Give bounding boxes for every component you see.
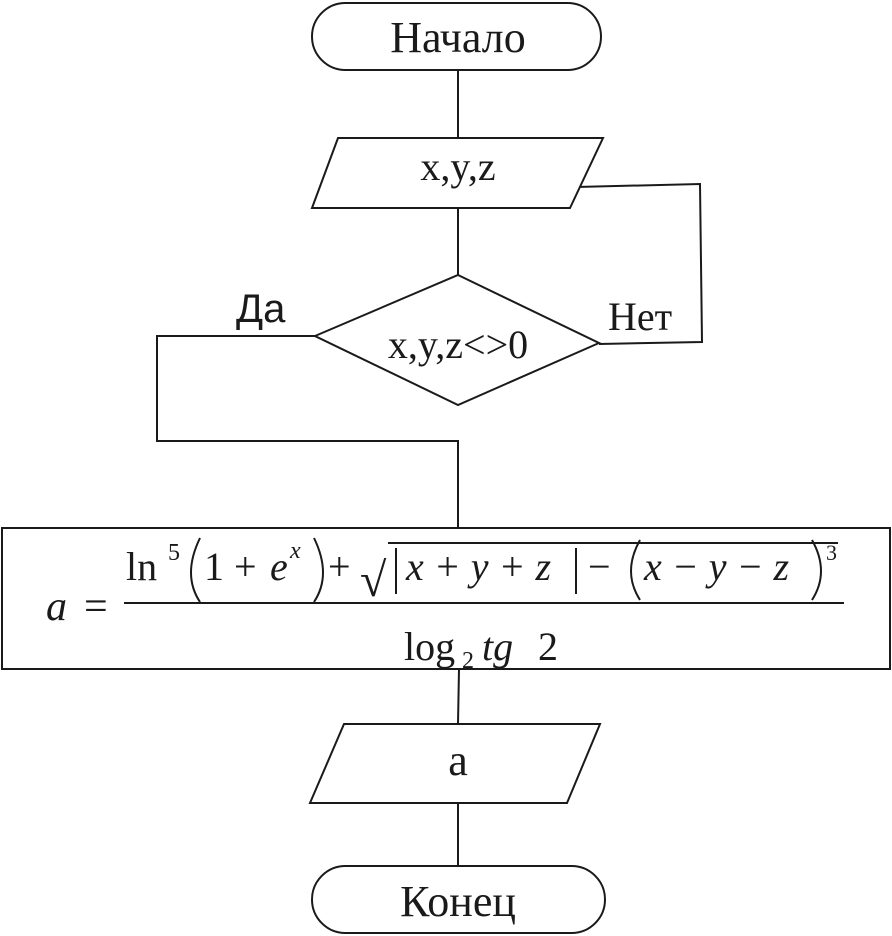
formula-lhs: a [46, 584, 67, 630]
process-block: a = ln 5 1 + e x + √ x + y + z − x − y −… [1, 527, 891, 674]
formula-radical: √ [360, 554, 387, 607]
end-label: Конец [400, 877, 516, 926]
input-block: x,y,z [310, 137, 605, 209]
formula-tg: tg [482, 624, 513, 669]
formula-paren-close-1 [313, 537, 324, 603]
formula-log-base: 2 [462, 648, 474, 674]
output-block: a [308, 723, 602, 804]
decision-block: x,y,z<>0 [312, 273, 602, 407]
decision-label: x,y,z<>0 [388, 322, 528, 367]
formula-cube-power: 3 [826, 540, 837, 565]
formula-ln-power: 5 [168, 540, 180, 566]
formula-abs-content: x + y + z [405, 544, 551, 589]
formula-e: e [270, 544, 288, 589]
formula-paren-close-2 [811, 539, 822, 601]
formula-paren-open-1 [190, 537, 201, 603]
output-label: a [448, 736, 468, 785]
connector-process-output [457, 668, 460, 725]
no-label: Нет [608, 294, 672, 339]
start-terminator: Начало [311, 2, 602, 71]
end-terminator: Конец [311, 865, 606, 934]
input-label: x,y,z [420, 144, 495, 189]
formula-plus: + [328, 544, 351, 589]
formula-minus: − [588, 544, 611, 589]
formula-one-plus: 1 + [204, 544, 257, 589]
connector-yes-branch [156, 335, 459, 528]
formula-tg-arg: 2 [538, 624, 558, 669]
formula-ln: ln [126, 544, 157, 589]
formula-cube-content: x − y − z [643, 544, 789, 589]
start-label: Начало [390, 13, 526, 62]
yes-label: Да [236, 287, 286, 331]
connector-no-loop [576, 184, 704, 345]
formula-paren-open-2 [630, 539, 641, 601]
formula-equals: = [84, 584, 108, 630]
formula-e-power: x [289, 538, 301, 564]
formula-log: log [404, 624, 455, 669]
